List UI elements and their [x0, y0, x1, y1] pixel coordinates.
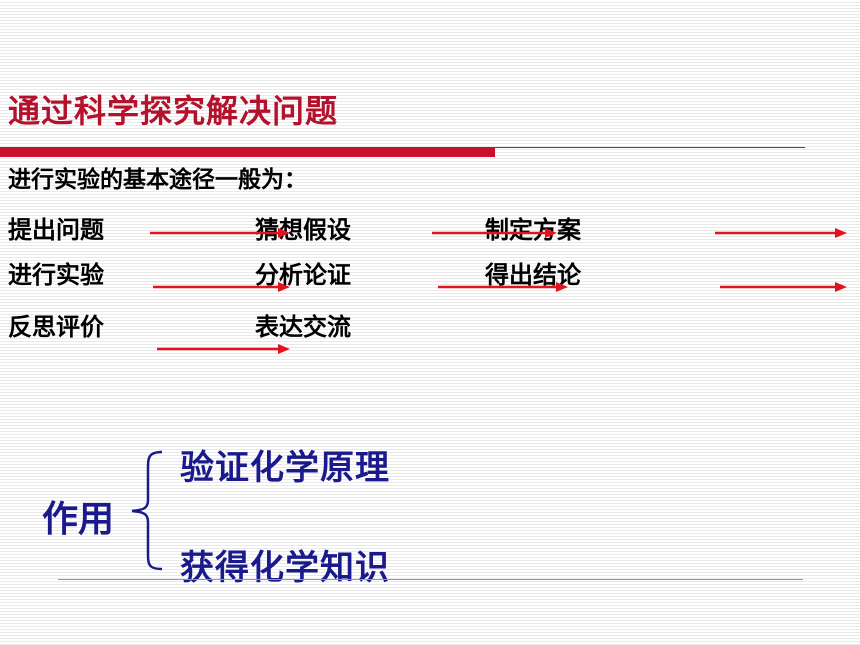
left-brace-icon — [131, 450, 163, 571]
arrow-right-icon — [438, 282, 568, 292]
bottom-divider — [58, 579, 803, 580]
slide-title: 通过科学探究解决问题 — [8, 92, 339, 130]
step-communication: 表达交流 — [255, 313, 351, 341]
step-conclusion: 得出结论 — [485, 261, 581, 289]
arrow-right-icon — [153, 282, 290, 292]
step-raise-question: 提出问题 — [8, 216, 104, 244]
step-analysis: 分析论证 — [255, 261, 351, 289]
arrow-right-icon — [720, 282, 847, 292]
effect-item-knowledge: 获得化学知识 — [180, 548, 390, 588]
title-underline-line — [495, 147, 805, 148]
effect-label: 作用 — [42, 499, 115, 540]
title-underline-bar — [0, 147, 495, 157]
subtitle: 进行实验的基本途径一般为： — [8, 167, 307, 193]
step-make-plan: 制定方案 — [485, 216, 581, 244]
step-experiment: 进行实验 — [8, 261, 104, 289]
step-hypothesis: 猜想假设 — [255, 216, 351, 244]
effect-item-verify: 验证化学原理 — [180, 448, 390, 488]
step-reflection: 反思评价 — [8, 313, 104, 341]
arrow-right-icon — [432, 228, 557, 238]
arrow-right-icon — [157, 344, 290, 354]
arrow-right-icon — [715, 228, 847, 238]
arrow-right-icon — [150, 228, 290, 238]
